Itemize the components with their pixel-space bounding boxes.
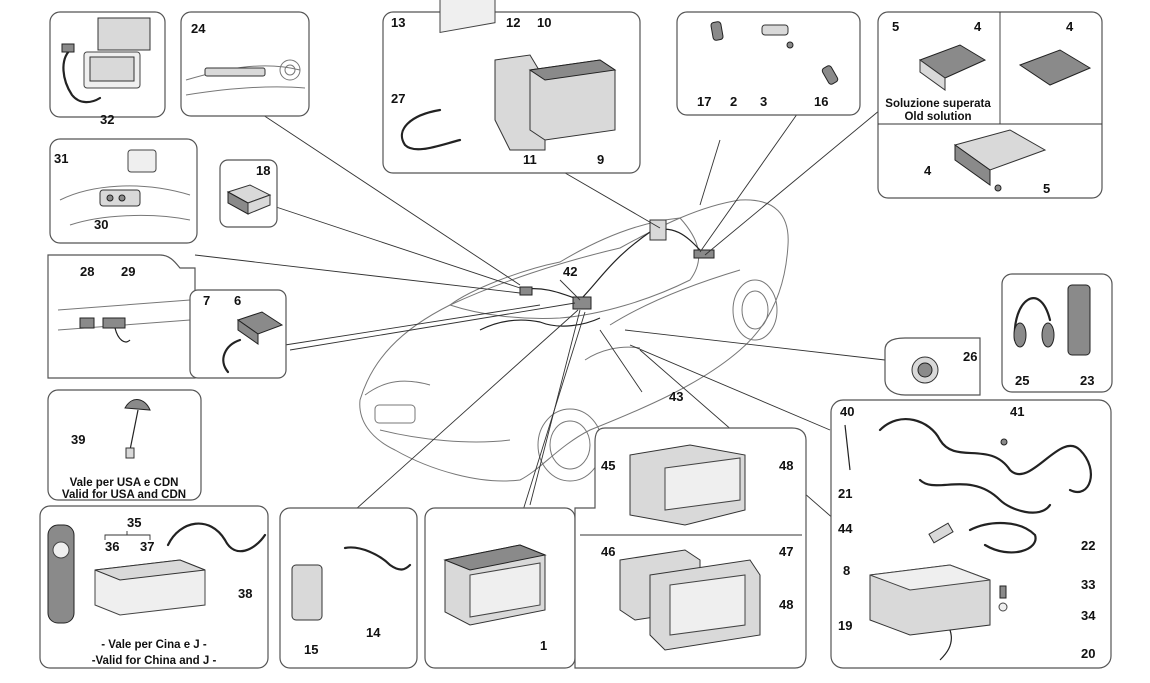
callout-18: 18: [256, 163, 270, 178]
callout-39: 39: [71, 432, 85, 447]
note-old-solution-it: Soluzione superata: [885, 98, 991, 110]
callout-43: 43: [669, 389, 683, 404]
panel-35-38-dvd: [39, 505, 269, 669]
panel-4-5-amplifier: [877, 11, 1103, 199]
callout-27: 27: [391, 91, 405, 106]
panel-32-display: [49, 11, 166, 118]
callout-19: 19: [838, 618, 852, 633]
note-china-en: -Valid for China and J -: [92, 655, 217, 667]
callout-47: 47: [779, 544, 793, 559]
callout-30: 30: [94, 217, 108, 232]
callout-36: 36: [105, 539, 119, 554]
callout-22: 22: [1081, 538, 1095, 553]
callout-44: 44: [838, 521, 853, 536]
callout-25: 25: [1015, 373, 1029, 388]
callout-34: 34: [1081, 608, 1096, 623]
callout-28: 28: [80, 264, 94, 279]
brace-35: [104, 531, 151, 540]
callout-6: 6: [234, 293, 241, 308]
callout-45: 45: [601, 458, 615, 473]
panel-18-module: [219, 159, 278, 228]
panel-26-camera: [884, 337, 981, 396]
callout-4b: 4: [1066, 19, 1074, 34]
callout-32: 32: [100, 112, 114, 127]
callout-7: 7: [203, 293, 210, 308]
leader-lines: [194, 109, 886, 521]
panel-9-13-nav-unit: [382, 0, 641, 174]
callout-12: 12: [506, 15, 520, 30]
callout-26: 26: [963, 349, 977, 364]
panel-2-17-microphones: [676, 11, 861, 116]
callout-40: 40: [840, 404, 854, 419]
note-china-it: - Vale per Cina e J -: [101, 639, 207, 651]
callout-14: 14: [366, 625, 381, 640]
callout-23: 23: [1080, 373, 1094, 388]
callout-35: 35: [127, 515, 141, 530]
callout-41: 41: [1010, 404, 1024, 419]
callout-38: 38: [238, 586, 252, 601]
callout-2: 2: [730, 94, 737, 109]
callout-4a: 4: [974, 19, 982, 34]
callout-1: 1: [540, 638, 547, 653]
callout-48a: 48: [779, 458, 793, 473]
callout-37: 37: [140, 539, 154, 554]
callout-8: 8: [843, 563, 850, 578]
callout-16: 16: [814, 94, 828, 109]
panel-45-48-units: [574, 427, 807, 669]
callout-48b: 48: [779, 597, 793, 612]
callout-11: 11: [523, 152, 537, 167]
panel-23-25-headphones-remote: [1001, 273, 1113, 393]
callout-46: 46: [601, 544, 615, 559]
callout-29: 29: [121, 264, 135, 279]
callout-3: 3: [760, 94, 767, 109]
note-usa-it: Vale per USA e CDN: [70, 477, 179, 489]
note-usa-en: Valid for USA and CDN: [62, 489, 186, 501]
callout-13: 13: [391, 15, 405, 30]
callout-17: 17: [697, 94, 711, 109]
callout-31: 31: [54, 151, 68, 166]
panel-1-head-unit: [424, 507, 576, 669]
callout-33: 33: [1081, 577, 1095, 592]
callout-42: 42: [563, 264, 577, 279]
callout-21: 21: [838, 486, 852, 501]
notes: Soluzione superata Old solution Vale per…: [62, 98, 991, 667]
callout-10: 10: [537, 15, 551, 30]
car-wiring: [479, 219, 715, 331]
panel-24-dashboard: [180, 11, 310, 117]
callout-labels: 1 2 3 4 4 4 5 5 6 7 8 9 10 11 12 13 14 1…: [54, 15, 1096, 661]
panel-8-22-harness: [830, 399, 1112, 669]
callout-5b: 5: [1043, 181, 1050, 196]
callout-15: 15: [304, 642, 318, 657]
callout-24: 24: [191, 21, 206, 36]
note-old-solution-en: Old solution: [904, 111, 971, 123]
callout-9: 9: [597, 152, 604, 167]
panel-39-roof-antenna: [47, 389, 202, 501]
callout-20: 20: [1081, 646, 1095, 661]
panel-6-7-antenna: [189, 289, 287, 379]
panel-14-15-items: [279, 507, 418, 669]
callout-4c: 4: [924, 163, 932, 178]
panel-31-console: [49, 138, 198, 244]
callout-5a: 5: [892, 19, 899, 34]
